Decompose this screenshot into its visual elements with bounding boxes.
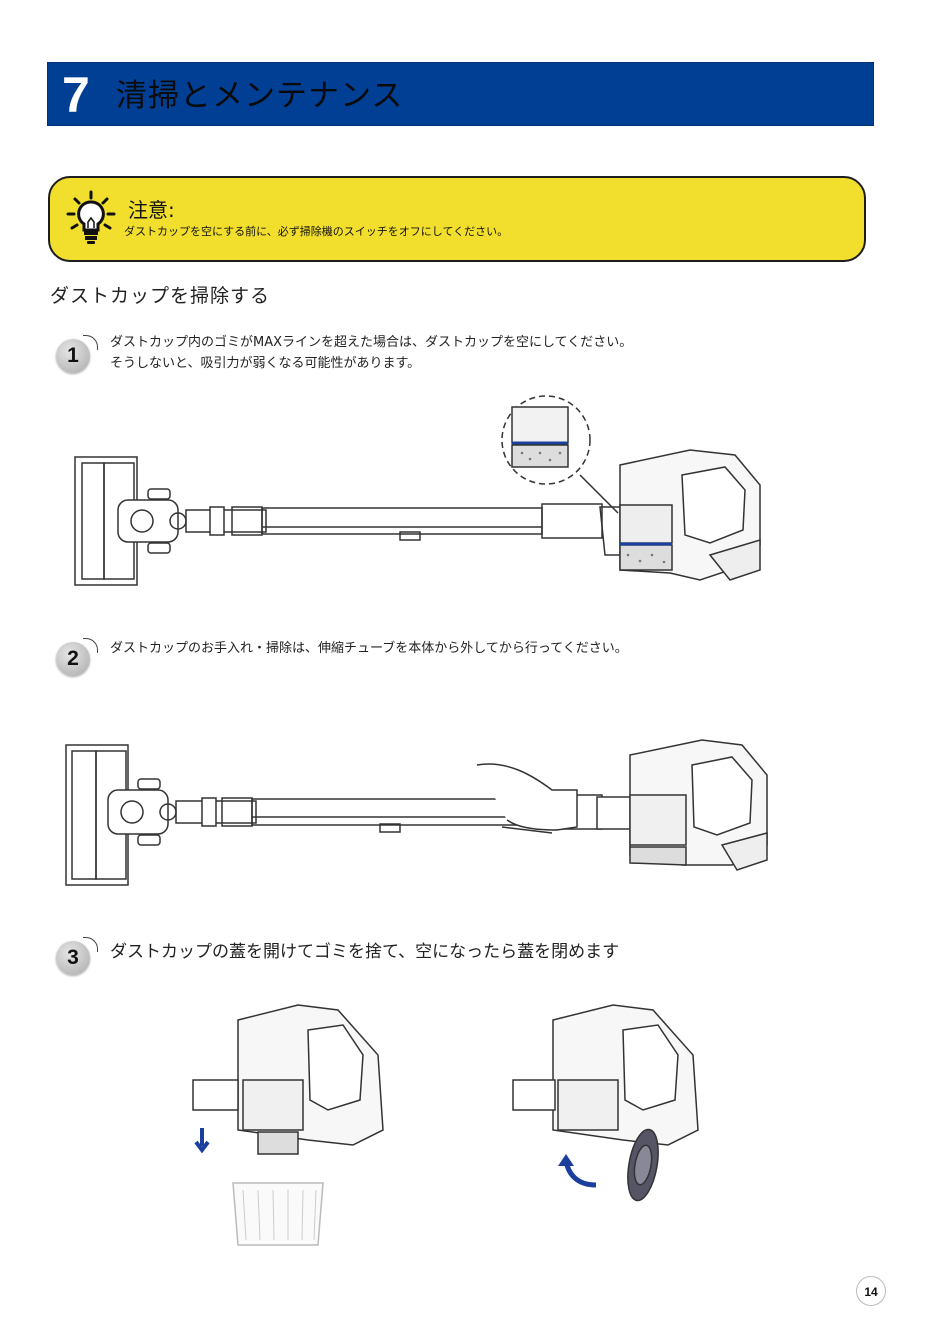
step-1-text-line-1: ダストカップ内のゴミがMAXラインを超えた場合は、ダストカップを空にしてください…	[110, 333, 632, 352]
section-title: 清掃とメンテナンス	[116, 78, 403, 114]
vacuum-full-assembly-illustration	[70, 395, 770, 595]
step-3-text: ダストカップの蓋を開けてゴミを捨て、空になったら蓋を閉めます	[110, 940, 619, 964]
step-2-badge: 2	[56, 642, 90, 676]
subsection-title: ダストカップを掃除する	[50, 283, 270, 309]
section-number: 7	[62, 66, 90, 124]
step-1-text-line-2: そうしないと、吸引力が弱くなる可能性があります。	[110, 354, 420, 373]
page-number: 14	[856, 1276, 886, 1306]
step-3-badge: 3	[56, 941, 90, 975]
vacuum-tube-detach-illustration	[62, 735, 782, 890]
step-1-badge: 1	[56, 339, 90, 373]
step-2-text: ダストカップのお手入れ・掃除は、伸縮チューブを本体から外してから行ってください。	[110, 639, 628, 658]
lid-close-illustration	[508, 1000, 718, 1215]
dust-empty-illustration	[188, 1000, 398, 1255]
caution-heading: 注意:	[128, 198, 175, 222]
caution-text: ダストカップを空にする前に、必ず掃除機のスイッチをオフにしてください。	[124, 225, 508, 239]
lightbulb-icon	[66, 190, 116, 248]
